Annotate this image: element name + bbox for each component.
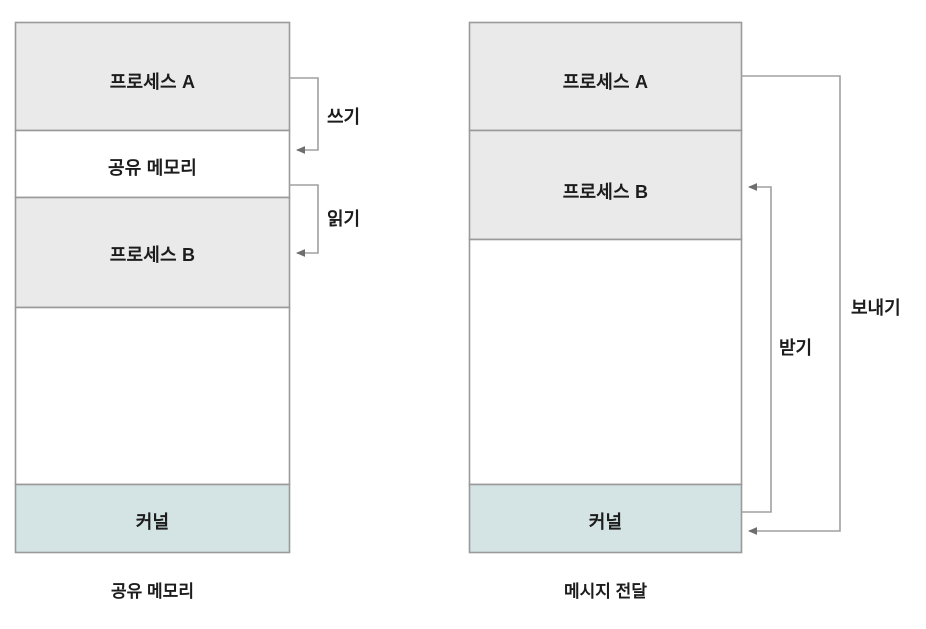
segment-free-space <box>14 306 291 486</box>
label-arrow-write: 쓰기 <box>327 107 361 127</box>
segment-shared-memory <box>14 129 291 199</box>
caption-message-passing: 메시지 전달 <box>564 582 647 601</box>
label-process-b-right: 프로세스 B <box>562 182 649 202</box>
label-arrow-send: 보내기 <box>851 298 901 318</box>
panel-message-passing <box>468 21 841 554</box>
label-process-a-right: 프로세스 A <box>562 72 649 92</box>
arrow-read <box>289 184 319 257</box>
label-arrow-read: 읽기 <box>327 209 361 229</box>
arrow-write <box>289 77 319 154</box>
caption-shared-memory: 공유 메모리 <box>111 582 194 601</box>
label-kernel-right: 커널 <box>588 512 623 532</box>
label-kernel-left: 커널 <box>135 512 170 532</box>
arrow-send <box>741 75 841 535</box>
segment-process-b <box>14 196 291 309</box>
segment-process-a <box>468 21 743 132</box>
segment-process-b <box>468 129 743 241</box>
label-shared-memory-region: 공유 메모리 <box>107 158 197 178</box>
segment-process-a <box>14 21 291 132</box>
label-arrow-receive: 받기 <box>779 338 813 358</box>
panel-shared-memory <box>14 21 319 554</box>
label-process-a-left: 프로세스 A <box>109 72 196 92</box>
segment-free-space <box>468 238 743 486</box>
arrow-receive <box>741 183 772 513</box>
segment-kernel <box>14 483 291 554</box>
segment-kernel <box>468 483 743 554</box>
label-process-b-left: 프로세스 B <box>109 245 196 265</box>
